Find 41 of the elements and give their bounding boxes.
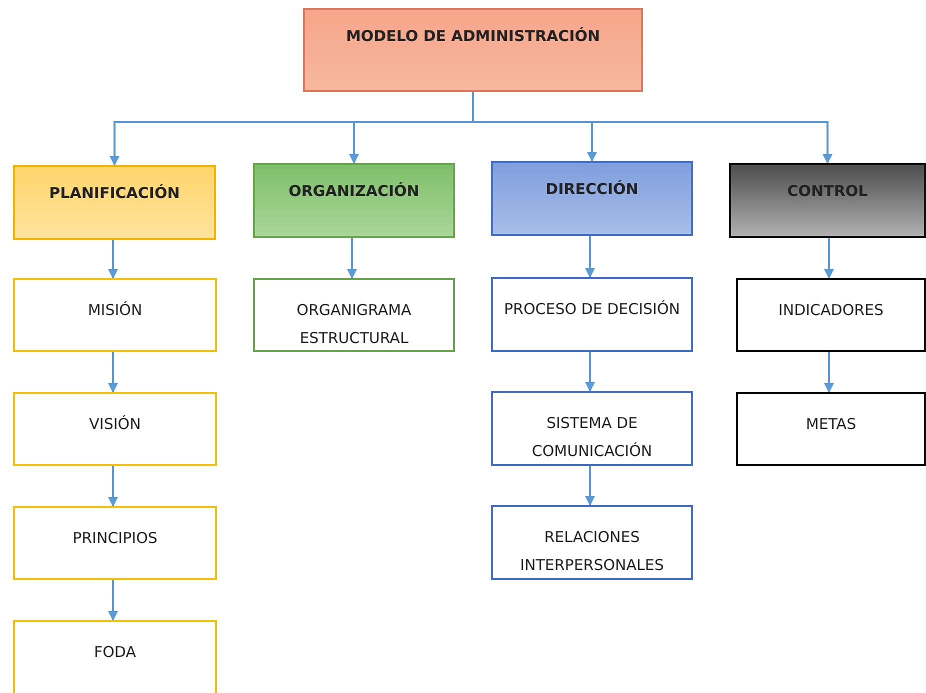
arrow — [585, 236, 595, 278]
arrow — [108, 580, 118, 621]
box-label: MISIÓN — [86, 300, 144, 321]
item-box — [491, 505, 693, 580]
arrow — [108, 352, 118, 393]
arrow — [472, 92, 832, 164]
item-box — [13, 506, 217, 580]
item-box — [253, 278, 455, 352]
item-box — [736, 392, 926, 466]
item-box — [736, 278, 926, 352]
category-box — [303, 8, 643, 92]
box-label: CONTROL — [786, 181, 869, 202]
box-label: INDICADORES — [777, 300, 885, 321]
box-label: VISIÓN — [88, 414, 142, 435]
item-box — [491, 277, 693, 352]
category-box — [729, 163, 926, 238]
arrow — [108, 240, 118, 279]
arrow — [824, 352, 834, 393]
box-label: ORGANIGRAMA ESTRUCTURAL — [296, 300, 412, 349]
box-label: PRINCIPIOS — [72, 528, 158, 549]
box-label: METAS — [804, 414, 858, 435]
item-box — [13, 278, 217, 352]
item-box — [13, 620, 217, 693]
arrow — [824, 238, 834, 279]
arrow — [585, 466, 595, 506]
box-label: PLANIFICACIÓN — [48, 183, 181, 204]
box-label: MODELO DE ADMINISTRACIÓN — [344, 26, 602, 47]
box-label: RELACIONES INTERPERSONALES — [519, 527, 665, 576]
arrow — [585, 352, 595, 392]
category-box — [13, 165, 216, 240]
category-box — [491, 161, 693, 236]
arrow — [347, 238, 357, 279]
item-box — [13, 392, 217, 466]
box-label: ORGANIZACIÓN — [288, 181, 420, 202]
arrow — [108, 466, 118, 507]
box-label: DIRECCIÓN — [544, 179, 640, 200]
box-label: SISTEMA DE COMUNICACIÓN — [530, 413, 654, 462]
box-label: PROCESO DE DECISIÓN — [502, 299, 681, 320]
category-box — [253, 163, 455, 238]
item-box — [491, 391, 693, 466]
box-label: FODA — [93, 642, 137, 663]
